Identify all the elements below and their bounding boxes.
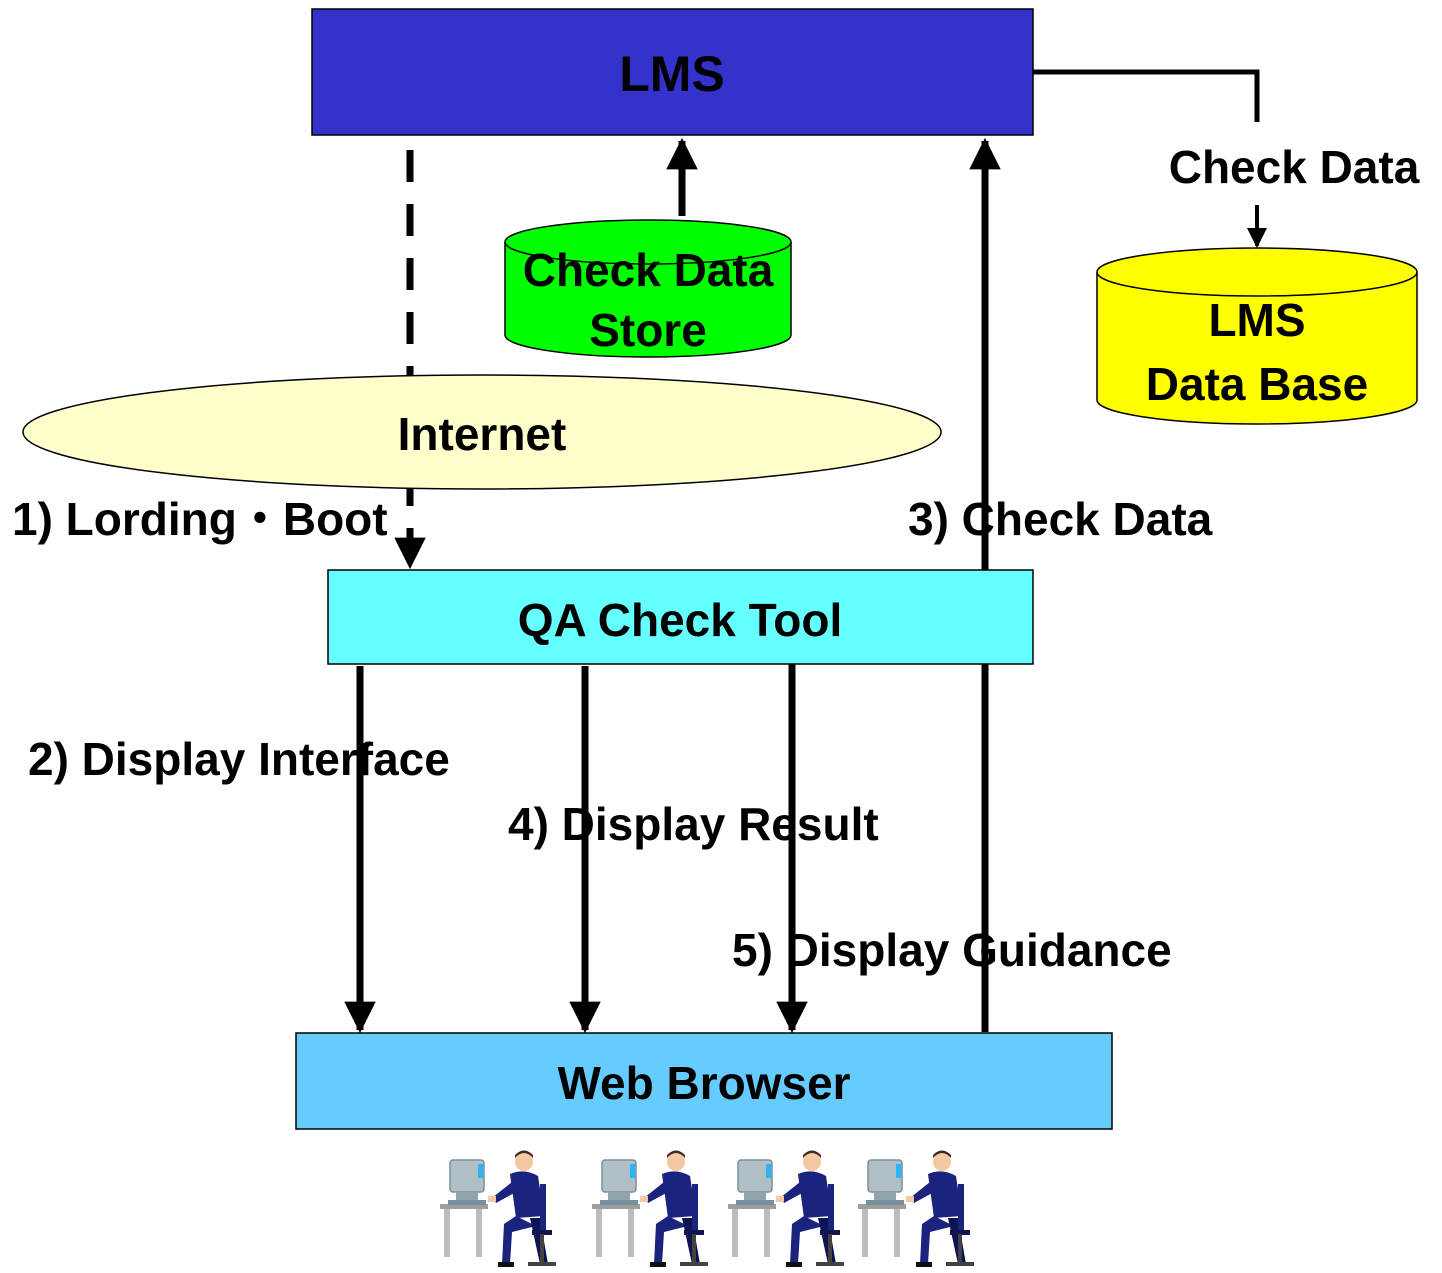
label-step1-lording-boot: 1) Lording・Boot xyxy=(12,493,388,545)
check-data-store-label-line1: Check Data xyxy=(523,244,774,296)
web-browser-box xyxy=(295,1032,1113,1130)
qa-check-tool-box xyxy=(327,569,1034,665)
internet-label: Internet xyxy=(398,408,567,460)
lms-database-label-line1: LMS xyxy=(1208,294,1305,346)
label-step4-display-result: 4) Display Result xyxy=(508,798,879,850)
internet-ellipse xyxy=(22,374,942,490)
user-at-computer-icon xyxy=(727,1149,845,1268)
lms-label: LMS xyxy=(619,46,725,102)
user-at-computer-icon xyxy=(591,1149,709,1268)
label-step2-display-interface: 2) Display Interface xyxy=(28,733,450,785)
check-data-store-cylinder xyxy=(504,219,792,358)
user-at-computer-icon xyxy=(857,1149,975,1268)
label-step5-display-guidance: 5) Display Guidance xyxy=(732,924,1172,976)
users-row xyxy=(439,1149,975,1268)
edge-lms-to-database xyxy=(1033,69,1260,122)
lms-database-cylinder xyxy=(1096,247,1418,425)
lms-box xyxy=(311,8,1034,136)
label-check-data-top: Check Data xyxy=(1169,141,1420,193)
label-step3-check-data: 3) Check Data xyxy=(908,493,1213,545)
user-at-computer-icon xyxy=(439,1149,557,1268)
web-browser-label: Web Browser xyxy=(557,1057,850,1109)
lms-database-label-line2: Data Base xyxy=(1146,358,1368,410)
check-data-store-label-line2: Store xyxy=(589,304,707,356)
qa-check-tool-label: QA Check Tool xyxy=(518,594,843,646)
